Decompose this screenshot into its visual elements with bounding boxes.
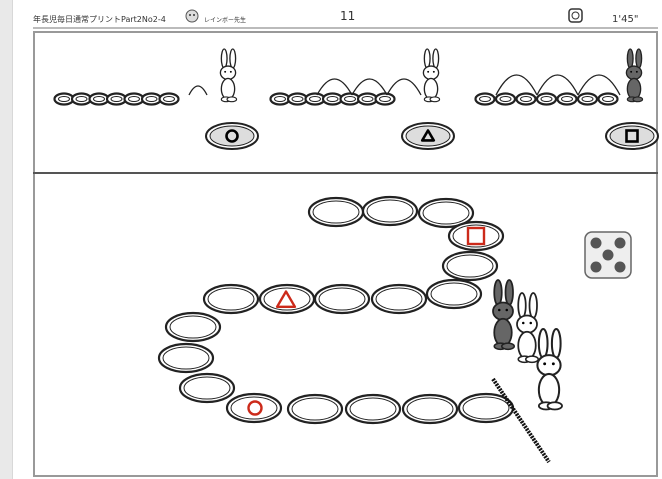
top-stone (578, 94, 597, 105)
rabbit-climber-front-icon (537, 329, 562, 409)
path-stone (309, 198, 363, 226)
hop-arc (189, 86, 207, 95)
rabbit-climber-icon (517, 293, 538, 362)
path-stone (180, 374, 234, 402)
top-stone (358, 94, 377, 105)
top-stone (517, 94, 536, 105)
top-stone (55, 94, 74, 105)
path-stone (449, 222, 503, 250)
path-stone (403, 395, 457, 423)
dark-rabbit-climber-icon (493, 280, 514, 349)
path-stone (363, 197, 417, 225)
top-stone (72, 94, 91, 105)
top-stone (376, 94, 395, 105)
top-stone (160, 94, 179, 105)
top-stone (306, 94, 325, 105)
top-stone (323, 94, 342, 105)
top-stone (558, 94, 577, 105)
path-stone (427, 280, 481, 308)
path-stone (315, 285, 369, 313)
path-stone (288, 395, 342, 423)
top-stone (288, 94, 307, 105)
top-stone (271, 94, 290, 105)
path-stone (443, 252, 497, 280)
path-stone (159, 344, 213, 372)
dark-rabbit-icon (626, 49, 642, 102)
path-stone (260, 285, 314, 313)
triangle-answer-badge (402, 123, 454, 149)
top-stone (125, 94, 144, 105)
path-stone (346, 395, 400, 423)
path-stone (227, 394, 281, 422)
path-stone (166, 313, 220, 341)
circle-answer-badge (206, 123, 258, 149)
top-stone (599, 94, 618, 105)
rabbit-icon (220, 49, 236, 102)
hop-arc (496, 75, 537, 95)
hop-arc (537, 75, 578, 95)
top-stone (142, 94, 161, 105)
top-stone (537, 94, 556, 105)
dice-five-icon (585, 232, 631, 278)
path-stone (372, 285, 426, 313)
top-stone (341, 94, 360, 105)
square-answer-badge (606, 123, 658, 149)
path-stone (204, 285, 258, 313)
top-stone (90, 94, 109, 105)
hop-arc (578, 75, 620, 95)
top-stone (107, 94, 126, 105)
rabbit-icon (423, 49, 439, 102)
hop-arc (387, 79, 421, 95)
top-stone (496, 94, 515, 105)
top-stone (476, 94, 495, 105)
